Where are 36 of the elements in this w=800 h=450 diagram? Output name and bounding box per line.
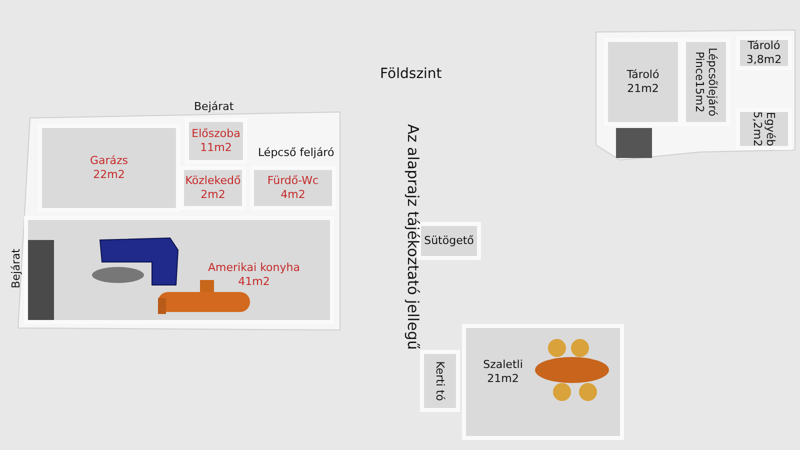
room-label: 21m2 <box>627 82 659 96</box>
hallway-room <box>185 118 247 164</box>
utility-room <box>736 108 792 150</box>
pond-area <box>420 350 460 412</box>
corridor-room <box>180 166 246 210</box>
room-label: Egyéb <box>764 112 777 146</box>
room-label: Közlekedő <box>185 174 241 188</box>
stairwell-room <box>682 38 730 126</box>
room-label: 2m2 <box>200 188 226 202</box>
room-label: 21m2 <box>487 372 519 386</box>
text-label: Bejárat <box>194 100 234 113</box>
room-label: Pince15m2 <box>693 52 706 112</box>
room-label: Tároló <box>626 68 660 82</box>
vertical-note: Az alaprajz tájékoztató jellegű <box>404 124 422 350</box>
room-label: Szaletli <box>483 358 523 372</box>
room-label: Garázs <box>90 154 128 168</box>
room-label: Lépcsőlejáró <box>706 48 719 116</box>
room-label: 3,8m2 <box>746 53 782 67</box>
floor-title: Földszint <box>380 66 442 82</box>
room-label: 22m2 <box>93 168 125 182</box>
room-label: Sütögető <box>424 234 474 248</box>
storage-room <box>736 36 792 70</box>
room-label: 11m2 <box>200 141 232 155</box>
room-label: 41m2 <box>238 275 270 289</box>
bathroom-room <box>250 166 336 210</box>
room-label: Fürdő-Wc <box>267 174 319 188</box>
storage-room <box>604 38 682 126</box>
vertical-note: Bejárat <box>9 248 22 288</box>
garage-room <box>38 124 180 212</box>
room-label: Kerti tó <box>434 361 446 401</box>
room-label: 5,2m2 <box>751 111 764 147</box>
text-label: Lépcső feljáró <box>258 146 334 159</box>
room-label: Amerikai konyha <box>208 261 300 275</box>
room-label: Tároló <box>748 39 780 53</box>
room-label: Előszoba <box>192 127 240 141</box>
room-label: 4m2 <box>280 188 306 202</box>
